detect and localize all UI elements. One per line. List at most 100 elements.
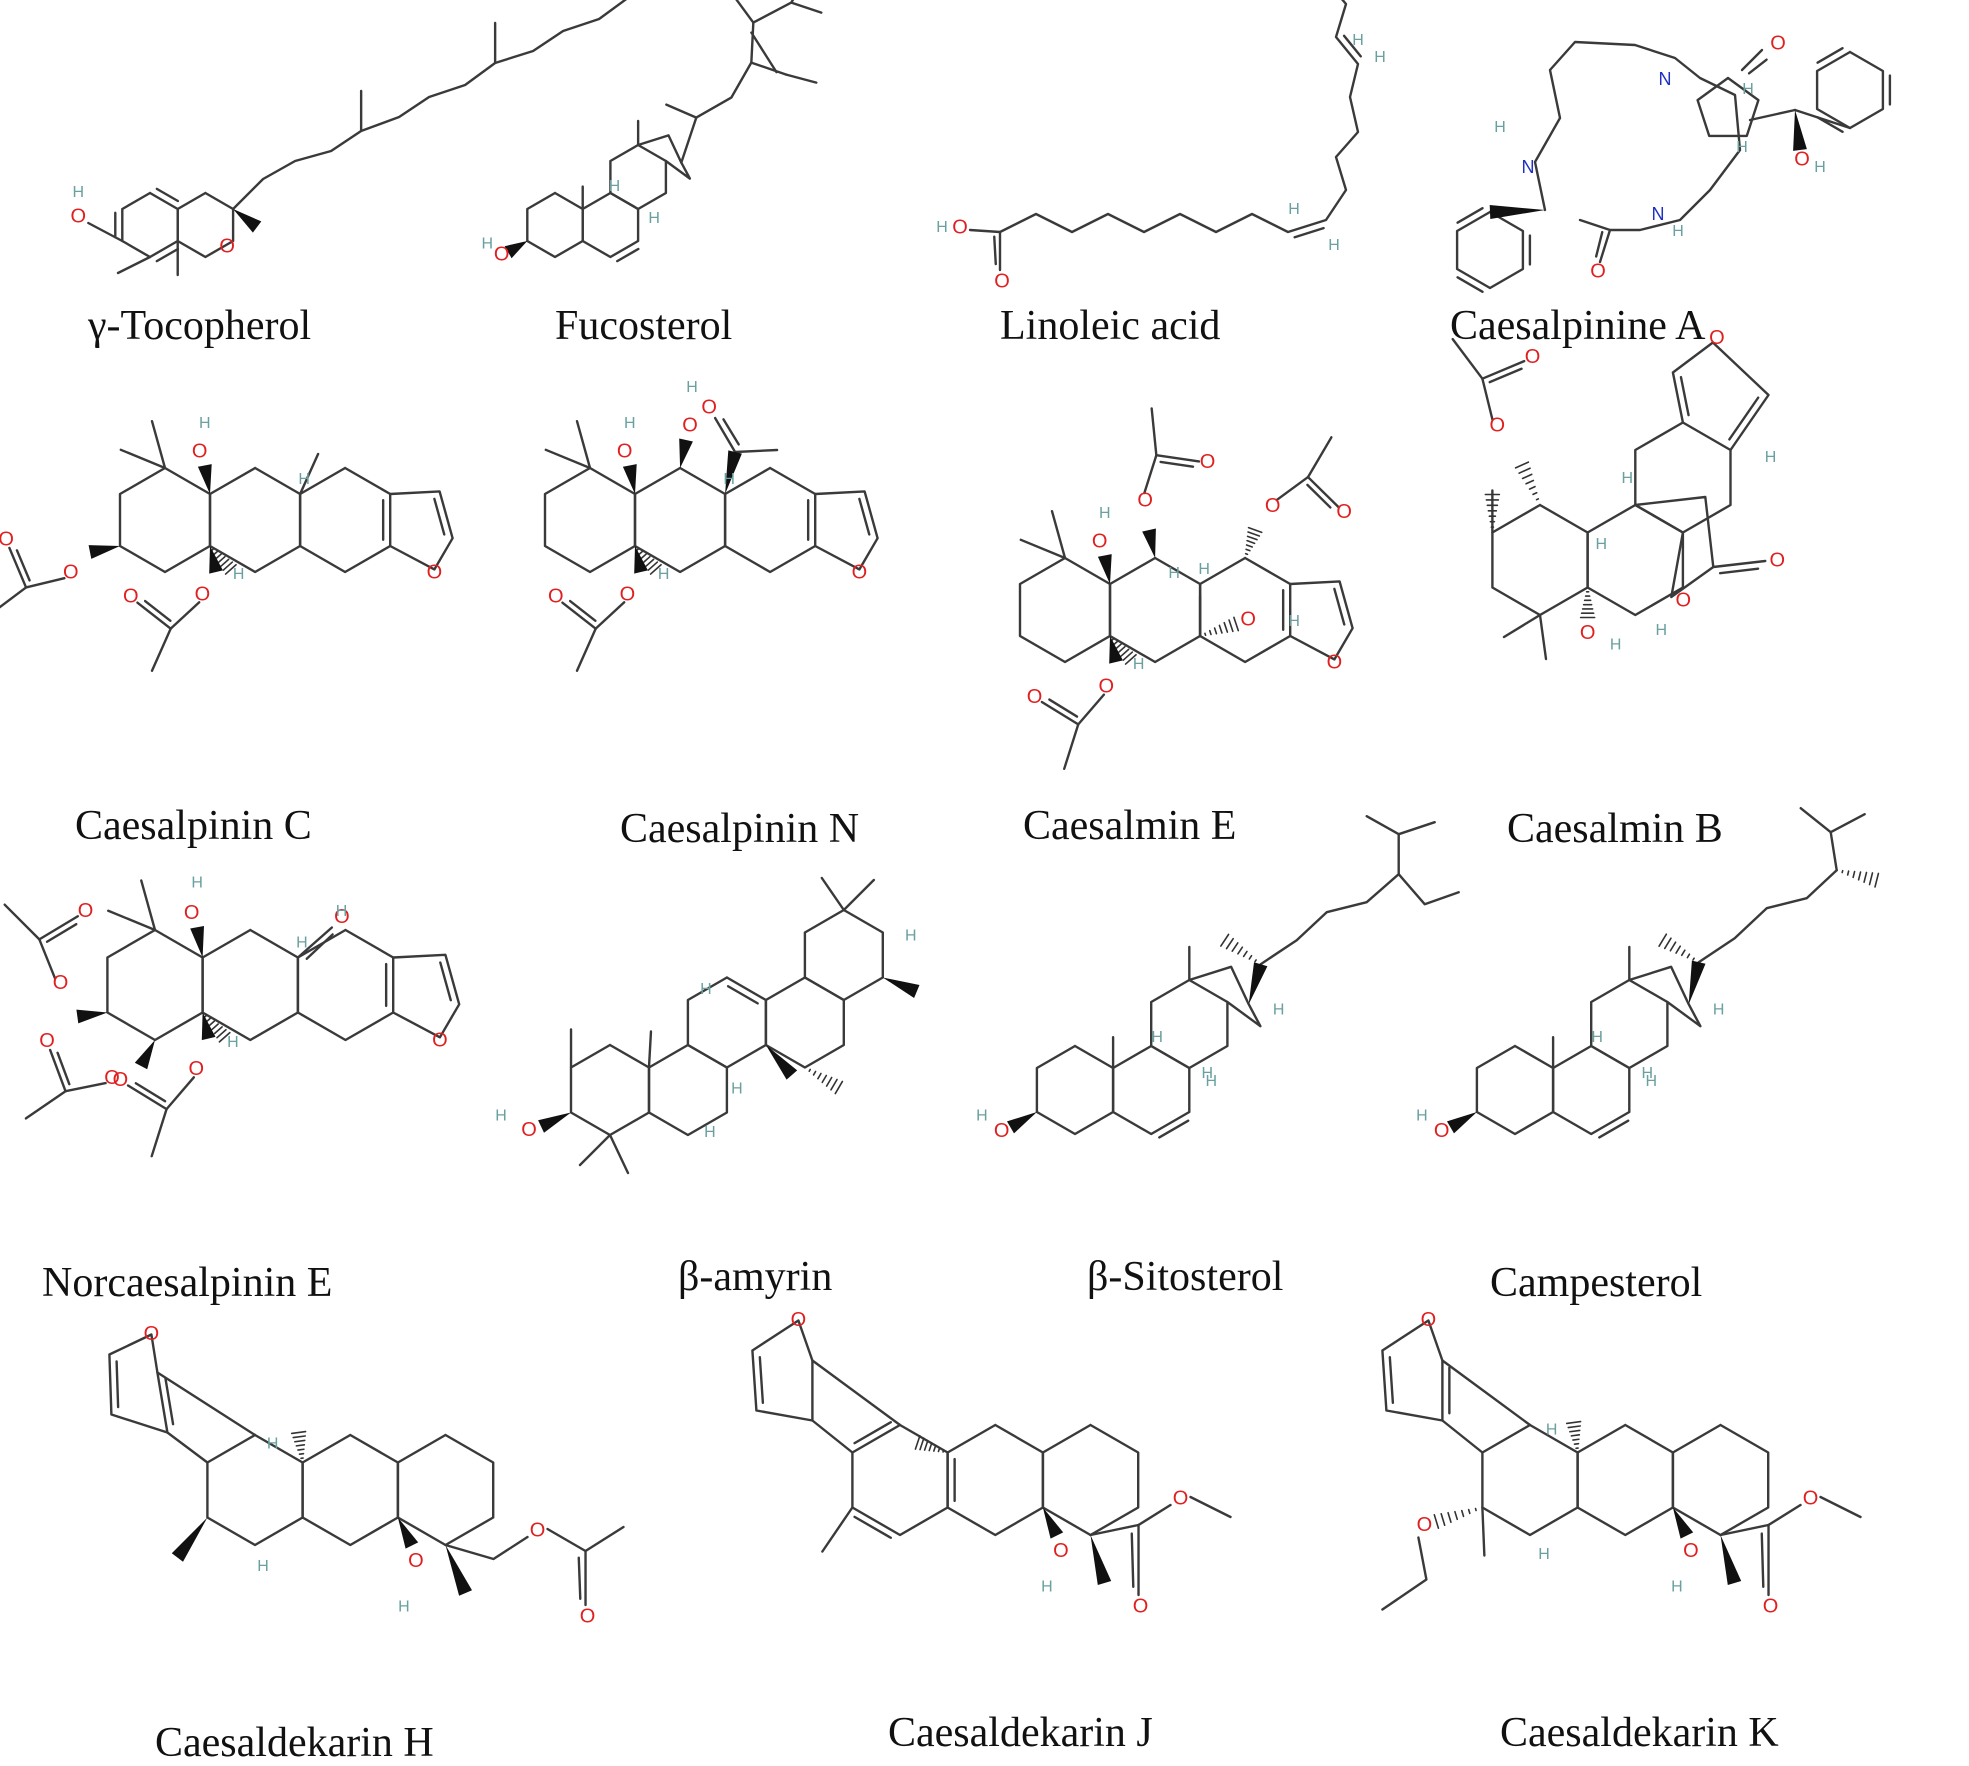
bond — [1156, 455, 1199, 461]
atom-oxygen: O — [123, 586, 139, 608]
atom-nitrogen: N — [1659, 69, 1672, 89]
hash-bond — [296, 1445, 304, 1446]
bond-path — [1000, 0, 1358, 232]
bond — [751, 23, 753, 63]
atom-oxygen: O — [192, 441, 208, 463]
double-bond — [1596, 232, 1602, 256]
hash-bond — [1249, 528, 1262, 533]
atom-oxygen: O — [1327, 652, 1343, 674]
bond — [121, 450, 165, 468]
bond — [577, 421, 590, 468]
bond — [108, 911, 155, 930]
bond — [118, 257, 150, 273]
atom-hydrogen: H — [1151, 1029, 1163, 1046]
bond-path — [1382, 1538, 1426, 1610]
atom-hydrogen: H — [1814, 159, 1826, 176]
atom-oxygen: O — [521, 1119, 537, 1141]
atom-oxygen: O — [1683, 1540, 1699, 1562]
hash-bond — [809, 1069, 810, 1071]
bond-path — [298, 930, 393, 1040]
bond-path — [1442, 1361, 1530, 1453]
atom-hydrogen: H — [905, 928, 917, 945]
double-bond — [117, 1361, 119, 1407]
hash-bond — [1568, 1426, 1580, 1428]
atom-hydrogen: H — [482, 235, 494, 252]
hash-bond — [920, 1438, 924, 1449]
caption-caesalpinin-n: Caesalpinin N — [620, 808, 859, 850]
bond-path — [805, 910, 883, 1000]
atom-hydrogen: H — [1416, 1108, 1428, 1125]
double-bond — [1390, 1357, 1393, 1403]
atom-hydrogen: H — [1621, 470, 1633, 487]
double-bond — [1161, 462, 1193, 467]
atom-hydrogen: H — [1671, 1579, 1683, 1596]
atom-hydrogen: H — [1494, 119, 1506, 136]
bond — [5, 905, 40, 940]
hash-bond — [1523, 474, 1532, 478]
atom-oxygen: O — [1770, 32, 1786, 54]
hash-bond — [1570, 1430, 1580, 1431]
atom-oxygen: O — [1794, 148, 1810, 170]
bond-path — [300, 468, 390, 572]
atom-hydrogen: H — [1742, 81, 1754, 98]
atom-hydrogen: H — [723, 471, 735, 488]
bond-path — [1113, 1046, 1189, 1134]
hash-bond — [219, 557, 225, 562]
hash-bond — [915, 1436, 919, 1449]
hash-bond — [1205, 633, 1206, 635]
bond-path — [1817, 52, 1883, 128]
atom-hydrogen: H — [1288, 201, 1300, 218]
atom-hydrogen: H — [298, 471, 310, 488]
bond-path — [681, 63, 786, 163]
wedge-bond — [1007, 1112, 1037, 1133]
atom-oxygen: O — [1133, 1595, 1149, 1617]
hash-bond — [831, 1079, 837, 1089]
atom-oxygen: O — [144, 1323, 160, 1345]
bond — [822, 878, 844, 910]
bond — [167, 1077, 194, 1109]
atom-hydrogen: H — [1041, 1579, 1053, 1596]
double-bond — [1599, 1121, 1628, 1138]
atom-oxygen: O — [1709, 327, 1725, 349]
bond-path — [545, 468, 635, 572]
hash-bond — [292, 1432, 306, 1434]
bond-path — [635, 468, 725, 572]
bond-path — [1043, 1425, 1138, 1535]
bond — [26, 1091, 66, 1118]
hash-bond — [1114, 641, 1117, 644]
atom-oxygen: O — [994, 270, 1010, 292]
bond — [596, 602, 625, 628]
bond — [152, 629, 171, 671]
atom-oxygen: O — [617, 441, 633, 463]
hash-bond — [212, 549, 213, 550]
bond — [1052, 511, 1065, 558]
hash-bond — [637, 549, 638, 550]
bond — [1078, 695, 1104, 725]
atom-oxygen: O — [1099, 675, 1115, 697]
hash-bond — [214, 551, 217, 554]
hash-bond — [639, 551, 642, 554]
caption-campesterol: Campesterol — [1490, 1262, 1702, 1304]
atom-oxygen: O — [1675, 589, 1691, 611]
atom-oxygen: O — [53, 972, 69, 994]
hash-bond — [1112, 639, 1113, 640]
bond-path — [1477, 1046, 1553, 1134]
wedge-bond — [679, 439, 693, 469]
bond-path — [1151, 980, 1227, 1068]
atom-oxygen: O — [494, 244, 510, 266]
atom-oxygen: O — [39, 1030, 55, 1052]
atom-hydrogen: H — [1736, 139, 1748, 156]
hash-bond — [1121, 649, 1128, 656]
hash-bond — [1248, 532, 1259, 536]
atom-oxygen: O — [113, 1069, 129, 1091]
bond-path — [1261, 874, 1399, 964]
atom-hydrogen: H — [336, 903, 348, 920]
bond-path — [791, 3, 821, 13]
hash-bond — [1870, 873, 1873, 885]
atom-hydrogen: H — [257, 1558, 269, 1575]
hash-bond — [1571, 1435, 1579, 1436]
bond — [546, 450, 590, 468]
bond-path — [1553, 1046, 1629, 1134]
caption-caesalpinine-a: Caesalpinine A — [1450, 305, 1705, 347]
